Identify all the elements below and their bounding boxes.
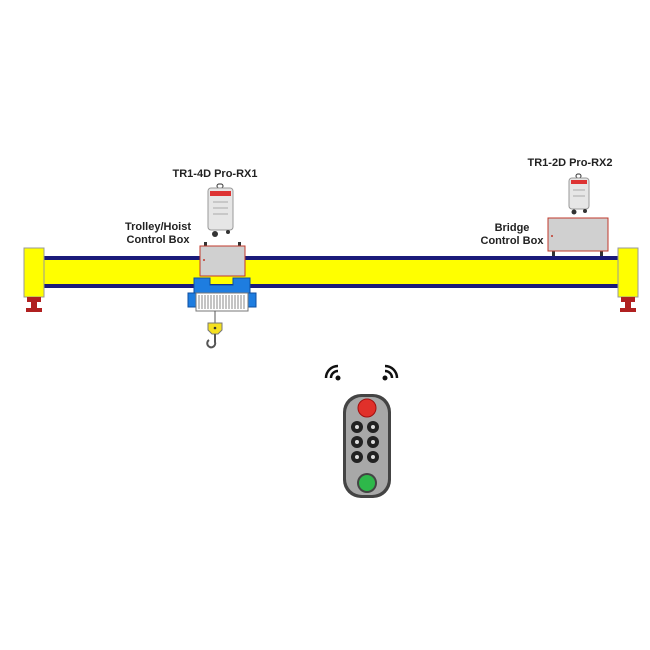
receiver-rx2 [568, 173, 590, 215]
receiver1-label: TR1-4D Pro-RX1 [172, 168, 258, 180]
trolley-control-box [199, 242, 246, 277]
bridge-control-box [547, 217, 609, 256]
wifi-signal-right-icon [382, 364, 399, 381]
bridge-box-label: Bridge Control Box [462, 222, 562, 248]
bridge-beam [40, 256, 622, 288]
trolley-box-label-line1: Trolley/Hoist [124, 221, 192, 233]
start-button [359, 475, 375, 491]
remote-key-symbol [371, 440, 375, 444]
receiver2-label: TR1-2D Pro-RX2 [527, 157, 613, 169]
remote-key-symbol [355, 425, 359, 429]
remote-key-symbol [355, 440, 359, 444]
right-end-truck [617, 247, 639, 312]
estop-button [357, 398, 377, 418]
left-end-truck [23, 247, 45, 312]
receiver-rx1 [207, 183, 234, 237]
wifi-signal-left-icon [324, 364, 341, 381]
bridge-box-label-line1: Bridge [494, 222, 530, 234]
trolley-box-label-line2: Control Box [126, 234, 190, 246]
bridge-box-label-line2: Control Box [480, 235, 544, 247]
remote-key-symbol [371, 425, 375, 429]
remote-transmitter [343, 394, 391, 498]
trolley-box-label: Trolley/Hoist Control Box [108, 221, 208, 247]
trolley-hoist [187, 277, 257, 349]
remote-key-symbol [371, 455, 375, 459]
remote-key-symbol [355, 455, 359, 459]
